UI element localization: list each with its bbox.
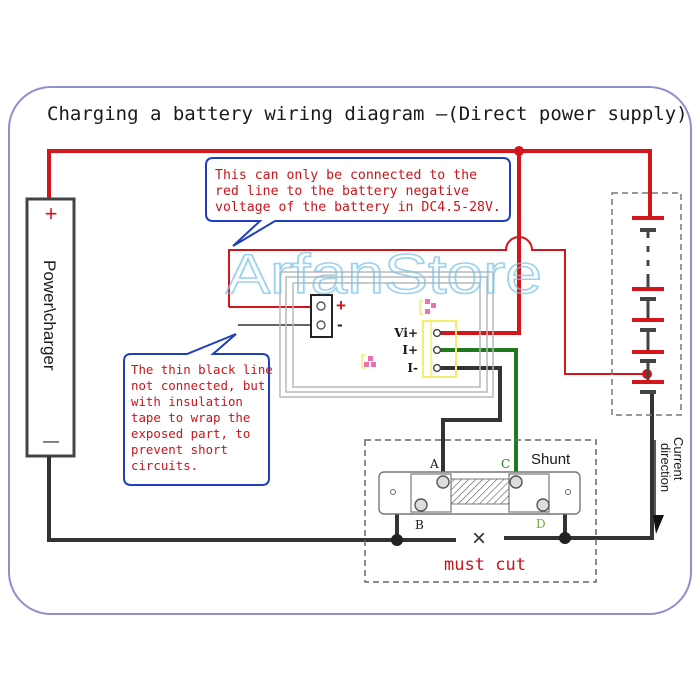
shunt-screw-c-icon (509, 475, 523, 489)
voltmeter-ammeter: + - Vi+ I+ I- (279, 271, 494, 398)
shunt-screw-b-icon (414, 498, 428, 512)
red-wires (47, 149, 652, 375)
terminal-i-minus-screw-icon (432, 363, 442, 373)
callout-top-bubble (205, 157, 511, 247)
shunt-screw-a-icon (436, 475, 450, 489)
shunt-point-d: D (536, 517, 546, 531)
callout-left-line-1: The thin black line (131, 362, 273, 377)
current-direction-arrow-icon (653, 515, 664, 534)
shunt-mount-hole-right (565, 489, 571, 495)
terminal-label-i-minus: I- (407, 361, 418, 375)
callout-top-line-1: This can only be connected to the (215, 168, 477, 183)
current-direction-line1: Current (671, 437, 686, 481)
meter-outline-inner (292, 282, 481, 388)
meter-power-connector (310, 294, 333, 338)
shunt: Shunt A C B D × must cut (364, 439, 597, 583)
battery-pack-outline (611, 192, 682, 416)
shunt-point-b: B (415, 518, 424, 532)
diagram-frame (8, 86, 692, 615)
meter-outline-mid (285, 276, 488, 393)
callout-left-line-7: circuits. (131, 458, 198, 473)
terminal-i-plus-screw-icon (432, 345, 442, 355)
battery-stack (611, 192, 682, 416)
callout-left-bubble (123, 333, 270, 486)
power-minus-screw-icon (316, 320, 326, 330)
black-wire-i-minus (437, 366, 502, 482)
callout-left-line-4: tape to wrap the (131, 410, 250, 425)
junction-dot-d (559, 532, 571, 544)
current-direction: Current direction (653, 437, 686, 534)
callout-left-line-3: with insulation (131, 394, 243, 409)
cut-mark-icon: × (472, 525, 486, 552)
green-wire-i-plus (437, 348, 518, 482)
junction-dot-b (391, 534, 403, 546)
meter-power-plus-label: + (336, 296, 346, 315)
terminal-vi-plus-screw-icon (432, 328, 442, 338)
indicator-top-icon (419, 299, 436, 315)
charger-label: Power\charger (40, 260, 59, 371)
callout-top-line-3: voltage of the battery in DC4.5-28V. (215, 200, 501, 215)
shunt-screw-d-icon (536, 498, 550, 512)
red-wire-vi-plus (437, 151, 521, 335)
current-direction-line2: direction (658, 443, 673, 492)
terminal-block (422, 320, 457, 378)
indicator-bottom-icon (361, 354, 376, 369)
power-charger: + Power\charger — (25, 197, 76, 458)
red-wire-main (47, 149, 652, 217)
shunt-mount-hole-left (390, 489, 396, 495)
charger-plus-label: + (45, 201, 58, 226)
callout-left: The thin black line not connected, but w… (123, 333, 273, 486)
watermark: ArfanStore (226, 242, 542, 305)
shunt-point-a: A (429, 457, 439, 471)
power-plus-screw-icon (316, 301, 326, 311)
must-cut-label: must cut (444, 555, 526, 575)
red-wire-thin-power (228, 236, 643, 375)
callout-left-line-2: not connected, but (131, 378, 265, 393)
shunt-resistor-element (450, 478, 510, 505)
callout-left-line-6: prevent short (131, 442, 228, 457)
black-wire-battery-minus (504, 390, 654, 540)
meter-power-minus-label: - (337, 315, 343, 334)
charger-minus-label: — (43, 433, 59, 450)
callout-top-line-2: red line to the battery negative (215, 184, 469, 199)
shunt-area-outline (364, 439, 597, 583)
black-wire-negative (47, 456, 456, 542)
callout-top: This can only be connected to the red li… (205, 157, 511, 247)
diagram-title: Charging a battery wiring diagram —(Dire… (47, 103, 688, 125)
shunt-point-c: C (501, 457, 510, 471)
meter-outline-outer (279, 271, 494, 398)
junction-dot-top (514, 146, 524, 156)
terminal-label-i-plus: I+ (402, 343, 418, 357)
terminal-label-vi-plus: Vi+ (393, 326, 418, 340)
shunt-label: Shunt (531, 451, 571, 468)
callout-left-line-5: exposed part, to (131, 426, 250, 441)
